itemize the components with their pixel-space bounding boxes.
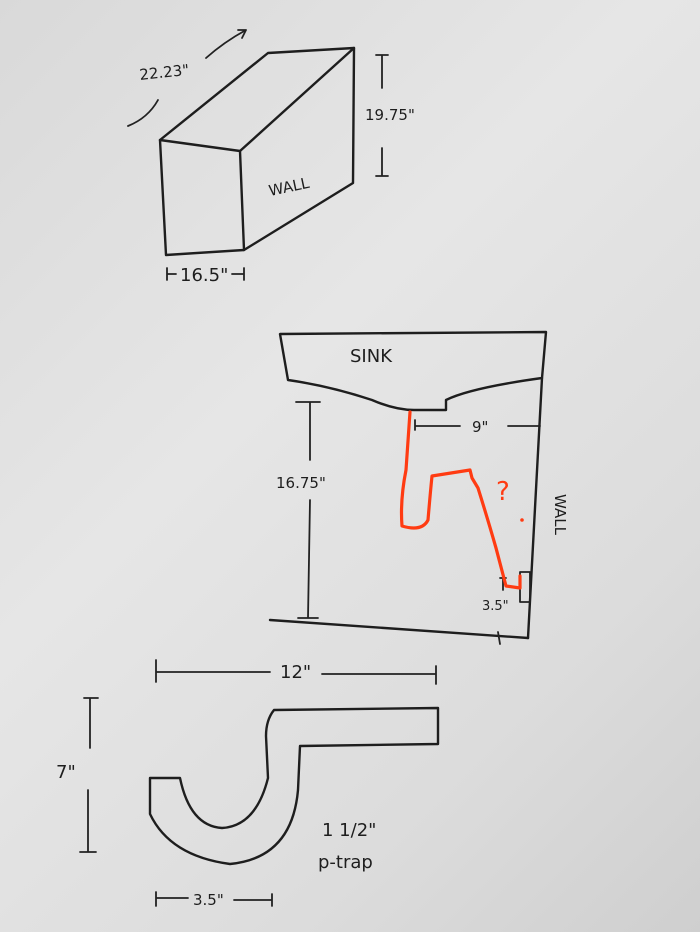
cabinet-floor-line (268, 618, 530, 640)
box-length-arrow-right (205, 29, 247, 59)
box-length-label: 22.23" (139, 61, 190, 84)
p-trap-outline (148, 706, 440, 866)
box-height-label: 19.75" (365, 106, 415, 124)
p-trap-width-label: 3.5" (193, 891, 224, 909)
p-trap-name-label: p-trap (318, 852, 373, 873)
proposed-drain-route (399, 410, 522, 590)
p-trap-length-label: 12" (280, 662, 311, 683)
box-front-face (158, 138, 246, 257)
box-width-label: 16.5" (180, 265, 228, 286)
marker-dot (520, 518, 524, 522)
box-side-face (242, 46, 356, 252)
box-width-dimension (166, 267, 245, 281)
sink-label: SINK (350, 346, 393, 367)
box-length-arrow (127, 99, 159, 127)
offset-dimension (414, 419, 541, 431)
cabinet-box-drawing (127, 29, 389, 281)
box-face-label: WALL (267, 174, 311, 200)
p-trap-size-label: 1 1/2" (322, 820, 376, 841)
p-trap-drawing (79, 659, 440, 907)
p-trap-height-label: 7" (56, 762, 76, 783)
question-mark: ? (496, 477, 510, 507)
p-trap-height-dimension (79, 697, 99, 853)
sink-depth-label: 16.75" (276, 474, 326, 492)
sink-cross-section (268, 330, 548, 645)
p-trap-length-dimension (155, 659, 437, 685)
sink-basin-outline (278, 330, 548, 412)
depth-dimension (295, 401, 321, 619)
box-height-dimension (375, 54, 389, 177)
sink-outlet-label: 3.5" (482, 599, 509, 614)
p-trap-width-dimension (155, 891, 273, 907)
box-top-face (158, 46, 356, 153)
sink-offset-label: 9" (472, 418, 488, 436)
sink-wall-label: WALL (551, 494, 569, 536)
